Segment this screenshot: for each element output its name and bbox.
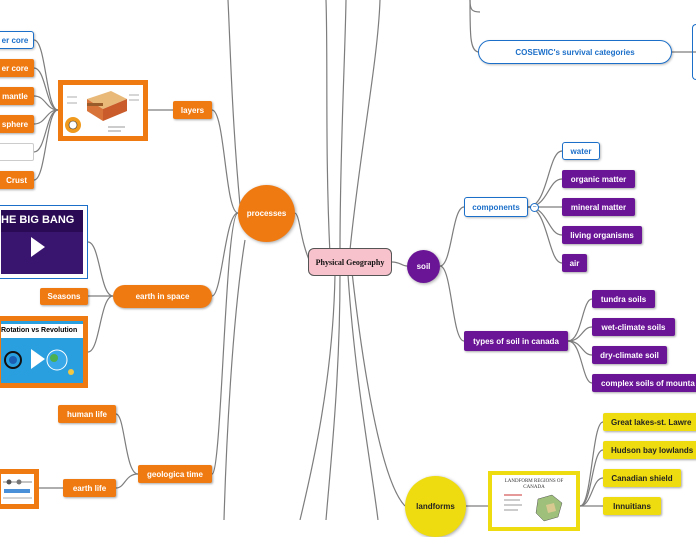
component-mineral-matter[interactable]: mineral matter (562, 198, 635, 216)
rotation-video[interactable]: Rotation vs Revolution (0, 316, 88, 388)
landform-great-lakes[interactable]: Great lakes-st. Lawre (603, 413, 696, 431)
play-icon (31, 237, 45, 257)
landform-hudson-bay[interactable]: Hudson bay lowlands (603, 441, 696, 459)
collapse-toggle-icon[interactable]: − (530, 203, 539, 212)
component-organic-matter[interactable]: organic matter (562, 170, 635, 188)
earth-in-space-node[interactable]: earth in space (113, 285, 212, 308)
earth-cross-section-icon (65, 91, 139, 133)
layers-node[interactable]: layers (173, 101, 212, 119)
landform-map-title: LANDFORM REGIONS OF CANADA (504, 479, 564, 490)
big-bang-video[interactable]: HE BIG BANG (0, 205, 88, 279)
soil-node[interactable]: soil (407, 250, 440, 283)
cosewic-node[interactable]: COSEWIC's survival categories (478, 40, 672, 64)
types-of-soil-node[interactable]: types of soil in canada (464, 331, 568, 351)
soil-type-wet-climate[interactable]: wet-climate soils (592, 318, 675, 336)
layer-mantle[interactable]: mantle (0, 87, 34, 105)
component-air[interactable]: air (562, 254, 587, 272)
layer-crust[interactable]: Crust (0, 171, 34, 189)
earth-life-node[interactable]: earth life (63, 479, 116, 497)
human-life-node[interactable]: human life (58, 405, 116, 423)
layer-inner-core[interactable]: er core (0, 59, 34, 77)
globe-rotation-icon (4, 349, 74, 375)
canada-map-icon (504, 494, 563, 522)
layer-outer-core[interactable]: er core (0, 31, 34, 49)
central-topic[interactable]: Physical Geography (308, 248, 392, 276)
cosewic-frame-edge (692, 24, 696, 80)
landform-regions-map[interactable]: LANDFORM REGIONS OF CANADA (488, 471, 580, 531)
soil-type-complex-mountain[interactable]: complex soils of mounta (592, 374, 696, 392)
landform-innuitians[interactable]: Innuitians (603, 497, 661, 515)
earth-layers-image[interactable] (58, 80, 148, 141)
seasons-node[interactable]: Seasons (40, 288, 88, 305)
timeline-chart-icon (3, 479, 32, 499)
landforms-node[interactable]: landforms (405, 476, 466, 537)
soil-type-dry-climate[interactable]: dry-climate soil (592, 346, 667, 364)
layer-empty[interactable] (0, 143, 34, 161)
play-icon (31, 349, 45, 369)
processes-node[interactable]: processes (238, 185, 295, 242)
connector-lines (33, 0, 696, 520)
rotation-video-title: Rotation vs Revolution (1, 324, 83, 338)
soil-type-tundra[interactable]: tundra soils (592, 290, 655, 308)
geological-time-node[interactable]: geologica time (138, 465, 212, 483)
components-node[interactable]: components (464, 197, 528, 217)
component-water[interactable]: water (562, 142, 600, 160)
earth-life-image[interactable] (0, 469, 39, 509)
layer-sphere[interactable]: sphere (0, 115, 34, 133)
landform-canadian-shield[interactable]: Canadian shield (603, 469, 681, 487)
big-bang-title: HE BIG BANG (1, 214, 75, 226)
component-living-organisms[interactable]: living organisms (562, 226, 642, 244)
